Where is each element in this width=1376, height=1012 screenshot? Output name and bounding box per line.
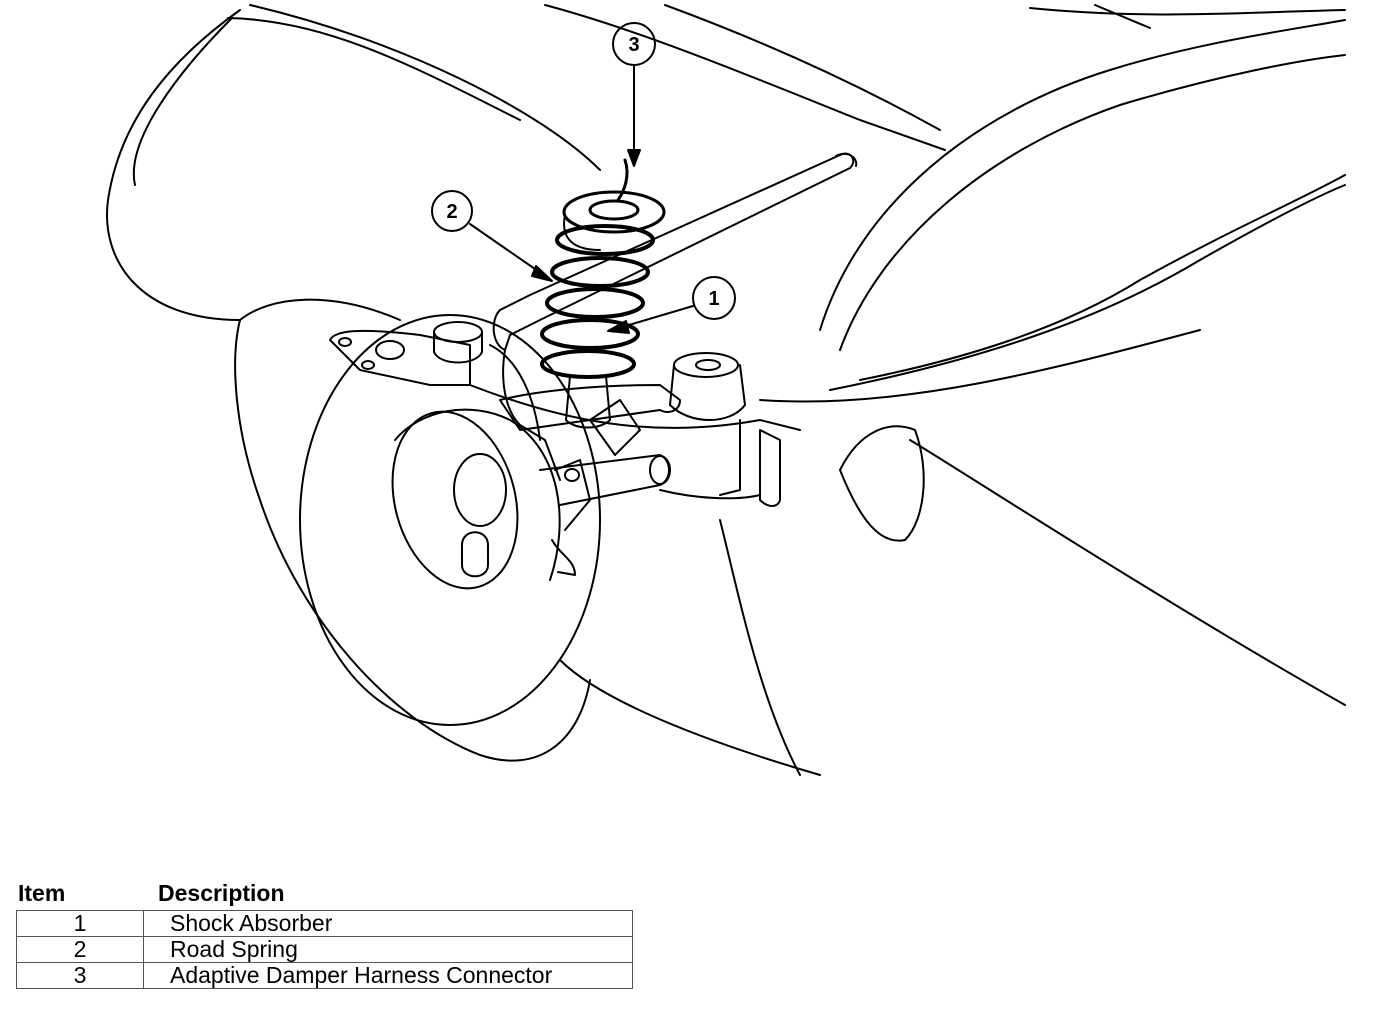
- legend-header-description: Description: [158, 880, 285, 906]
- legend-header-item: Item: [18, 880, 66, 906]
- legend-item-description: Adaptive Damper Harness Connector: [143, 962, 633, 989]
- legend: Item Description 1 Shock Absorber 2 Road…: [16, 880, 633, 989]
- legend-row: 3 Adaptive Damper Harness Connector: [16, 962, 633, 989]
- legend-item-description: Road Spring: [143, 936, 633, 963]
- spring-damper-assembly: [540, 158, 666, 429]
- callout-1: 1: [607, 276, 736, 334]
- legend-item-number: 2: [16, 936, 144, 963]
- callout-3: 3: [612, 22, 656, 167]
- legend-item-description: Shock Absorber: [143, 910, 633, 937]
- legend-header: Item Description: [16, 880, 633, 910]
- legend-item-number: 3: [16, 962, 144, 989]
- vehicle-body-outline: [106, 4, 1346, 776]
- wheel-and-tire: [234, 298, 601, 762]
- callout-3-number: 3: [628, 34, 639, 56]
- callout-2: 2: [431, 190, 553, 282]
- suspension-illustration: 3 2 1: [106, 4, 1346, 776]
- legend-row: 1 Shock Absorber: [16, 910, 633, 937]
- callout-2-number: 2: [446, 201, 457, 223]
- subframe-and-arms: [329, 321, 801, 576]
- legend-row: 2 Road Spring: [16, 936, 633, 963]
- callout-1-number: 1: [708, 288, 719, 310]
- legend-item-number: 1: [16, 910, 144, 937]
- anti-roll-bar: [492, 152, 858, 351]
- legend-table: 1 Shock Absorber 2 Road Spring 3 Adaptiv…: [16, 910, 633, 989]
